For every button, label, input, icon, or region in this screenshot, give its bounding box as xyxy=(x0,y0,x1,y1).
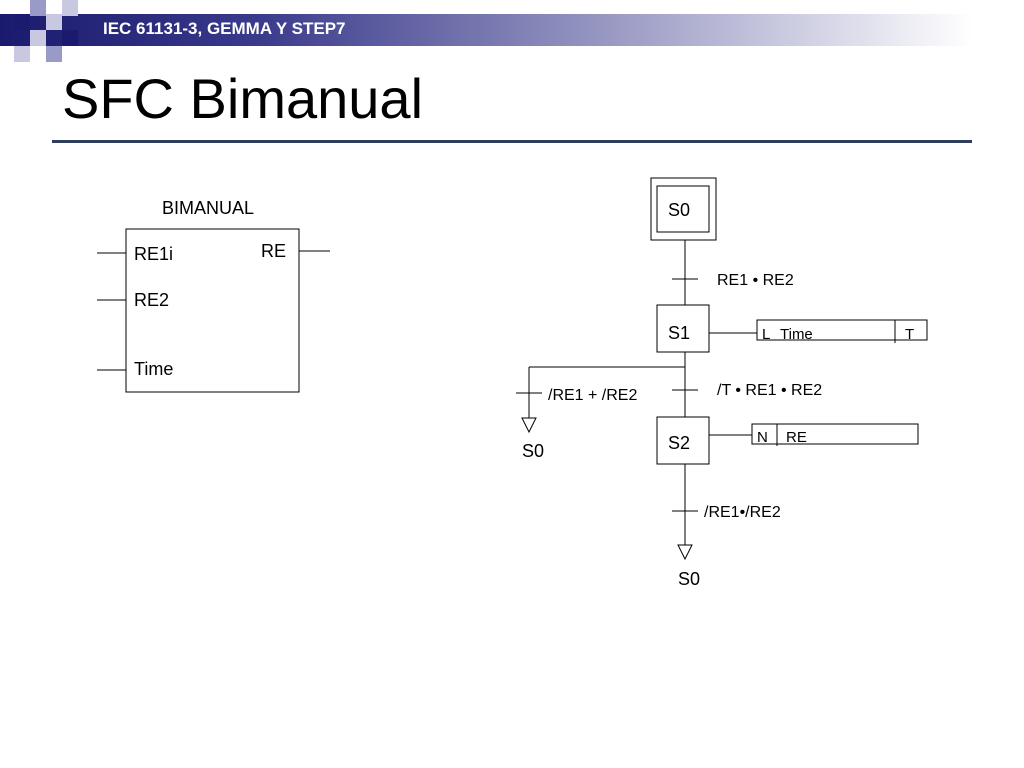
header-bar xyxy=(0,14,1024,46)
jump-arrow-bottom xyxy=(677,544,693,561)
jump-arrow-left xyxy=(521,417,537,434)
logo-square xyxy=(14,46,30,62)
logo-square xyxy=(14,14,30,30)
function-block-box xyxy=(125,228,300,393)
input-label-time: Time xyxy=(134,359,173,379)
step-s1-box xyxy=(656,304,710,353)
page-title: SFC Bimanual xyxy=(62,67,424,130)
step-label-s0: S0 xyxy=(668,200,690,220)
jump-label-bottom: S0 xyxy=(678,569,700,589)
action-qualifier-s2: N xyxy=(757,429,768,446)
action-name-s1: Time xyxy=(780,326,813,343)
action-name-s2: RE xyxy=(786,429,807,446)
step-label-s2: S2 xyxy=(668,433,690,453)
action-indicator-s1: T xyxy=(905,326,914,343)
logo-square xyxy=(46,14,62,30)
transition-label-t1: RE1 • RE2 xyxy=(717,272,794,289)
jump-label-left: S0 xyxy=(522,441,544,461)
action-qualifier-s1: L xyxy=(762,326,770,343)
action-block-s2 xyxy=(751,423,919,445)
header-title: IEC 61131-3, GEMMA Y STEP7 xyxy=(103,19,346,38)
logo-square xyxy=(30,30,46,46)
logo-square xyxy=(30,0,46,16)
input-label-re1i: RE1i xyxy=(134,244,173,264)
transition-label-t3: /RE1 + /RE2 xyxy=(548,387,637,404)
step-s0-outer xyxy=(650,177,717,241)
input-label-re2: RE2 xyxy=(134,290,169,310)
action-block-s1 xyxy=(756,319,928,341)
logo-square xyxy=(62,0,78,16)
logo-square xyxy=(46,46,62,62)
step-s0-inner xyxy=(656,185,710,233)
transition-label-t2: /T • RE1 • RE2 xyxy=(717,382,822,399)
step-label-s1: S1 xyxy=(668,323,690,343)
function-block-name: BIMANUAL xyxy=(162,198,254,218)
title-rule xyxy=(52,140,972,143)
output-label-re: RE xyxy=(261,241,286,261)
logo-square xyxy=(62,30,78,46)
transition-label-t4: /RE1•/RE2 xyxy=(704,504,781,521)
step-s2-box xyxy=(656,416,710,465)
